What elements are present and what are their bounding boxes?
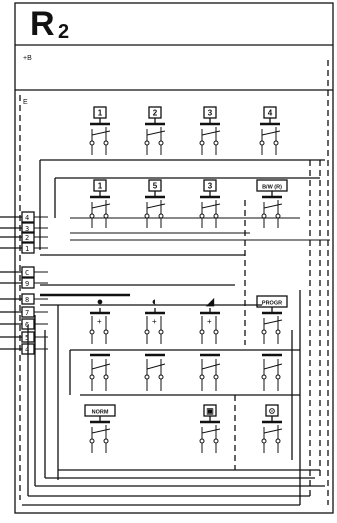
key-label: ▣: [206, 407, 214, 416]
terminal-label: 9: [25, 280, 29, 288]
row1-key: 1: [89, 106, 111, 155]
key-label: PROGR: [262, 301, 282, 307]
row2-key: 5: [144, 179, 166, 228]
key-label: 4: [268, 109, 273, 118]
row4-key: [199, 353, 221, 391]
row2-key: B/W (R): [256, 179, 288, 228]
row3-key: ●+: [89, 296, 110, 344]
terminal-label: 1: [25, 245, 29, 253]
terminal-label: C: [25, 269, 29, 277]
row3-key: PROGR: [256, 295, 288, 344]
terminal-label: 2: [25, 234, 29, 242]
row4-key: [144, 353, 166, 391]
row1-key: 2: [144, 106, 166, 155]
key-label: 3: [208, 109, 213, 118]
key-label: 1: [98, 109, 103, 118]
key-label: 2: [153, 109, 158, 118]
row4-key: [89, 353, 111, 391]
row5-key: ▣: [199, 404, 221, 453]
key-label: ⊙: [269, 407, 276, 416]
svg-text:+: +: [152, 317, 157, 326]
row5-key: NORM: [84, 404, 116, 453]
terminal-label: 4: [25, 214, 29, 222]
row3-key: ◢+: [199, 296, 220, 344]
terminal-label: 5: [25, 334, 29, 342]
key-label: NORM: [92, 410, 109, 416]
key-symbol: ◐: [152, 296, 159, 308]
key-label: 3: [208, 182, 213, 191]
title-block: R 2 +B E: [14, 2, 334, 514]
key-symbol: ●: [97, 296, 104, 308]
frame-label: E: [23, 99, 28, 106]
key-label: B/W (R): [262, 185, 282, 191]
key-label: 1: [98, 182, 103, 191]
row5-key: ⊙: [261, 404, 283, 453]
svg-text:+: +: [207, 317, 212, 326]
title-letter: R: [30, 5, 55, 43]
title-subscript: 2: [58, 21, 69, 43]
row1-key: 3: [199, 106, 221, 155]
row2-key: 1: [89, 179, 111, 228]
terminal-label: 3: [25, 225, 29, 233]
row1-key: 4: [259, 106, 281, 155]
row3-key: ◐+: [144, 296, 165, 344]
wiring: [22, 159, 330, 506]
key-label: 5: [153, 182, 158, 191]
row2-key: 3: [199, 179, 221, 228]
terminal-strip: 4 32 1C 9 8 7 6 5 4: [0, 211, 48, 355]
row4-key: [261, 353, 283, 391]
terminal-label: 8: [25, 296, 29, 304]
terminal-label: 6: [25, 321, 29, 329]
svg-text:+: +: [97, 317, 102, 326]
top-label: +B: [23, 55, 32, 62]
key-symbol: ◢: [206, 296, 215, 308]
terminal-label: 7: [25, 309, 29, 317]
terminal-label: 4: [25, 346, 29, 354]
